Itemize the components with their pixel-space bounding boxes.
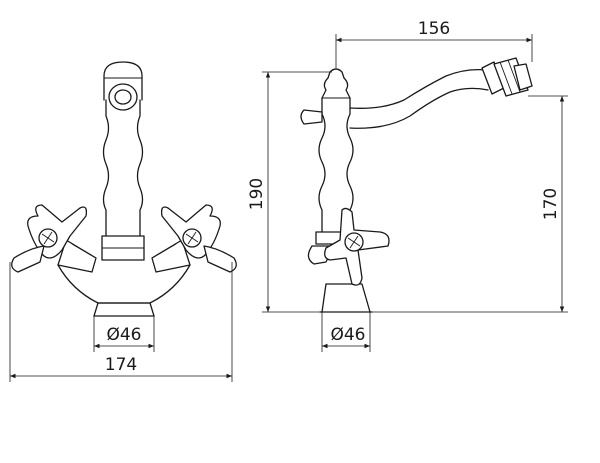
side-spout <box>349 68 489 129</box>
front-view: Ø46 174 <box>9 61 237 382</box>
side-spout-reach-label: 156 <box>418 19 450 39</box>
front-spout-riser <box>102 99 144 237</box>
side-overall-height-dimension: 190 <box>247 71 332 313</box>
side-aerator <box>481 57 533 97</box>
side-view: 156 190 170 Ø46 <box>247 19 568 352</box>
front-overall-width-dimension: 174 <box>9 262 233 382</box>
front-base-diameter-dimension: Ø46 <box>93 316 155 352</box>
front-base-body <box>57 264 191 304</box>
side-knob <box>300 109 323 125</box>
side-base-foot <box>321 283 371 313</box>
side-outlet-height-label: 170 <box>541 188 561 220</box>
front-outlet <box>103 61 143 101</box>
side-base-diameter-label: Ø46 <box>330 325 365 345</box>
front-overall-width-label: 174 <box>105 355 137 375</box>
front-base-diameter-label: Ø46 <box>106 325 141 345</box>
side-base-diameter-dimension: Ø46 <box>321 312 371 352</box>
side-spout-reach-dimension: 156 <box>335 19 533 68</box>
side-overall-height-label: 190 <box>247 178 267 210</box>
side-body-column <box>318 97 354 233</box>
side-outlet-height-dimension: 170 <box>372 95 568 313</box>
side-top-finial <box>321 68 351 99</box>
